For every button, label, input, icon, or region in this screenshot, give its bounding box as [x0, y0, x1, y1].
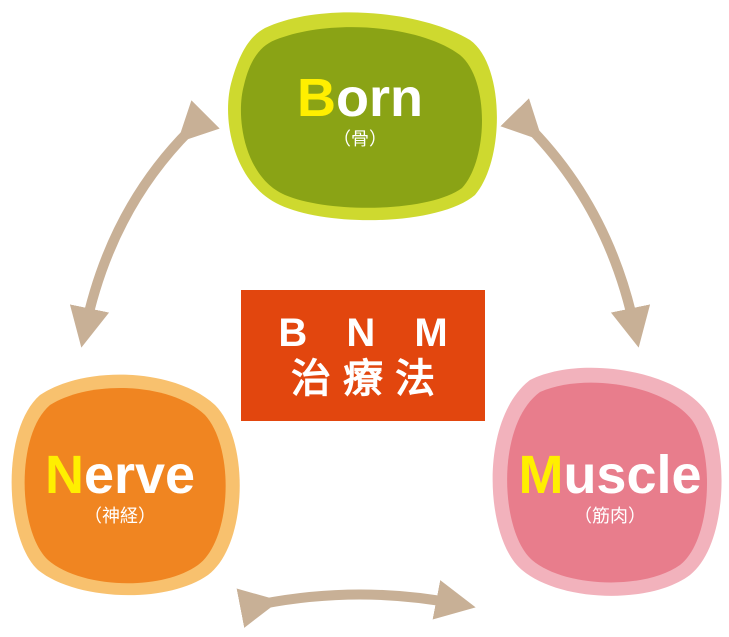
born-subtitle: （骨）	[333, 129, 387, 150]
muscle-initial: M	[518, 445, 564, 505]
arrow-born-muscle	[500, 98, 651, 348]
nerve-subtitle: （神経）	[84, 506, 156, 527]
nerve-blob-core	[24, 388, 226, 584]
born-rest: orn	[336, 68, 423, 128]
muscle-label: Muscle （筋肉）	[500, 445, 720, 529]
born-blob	[228, 12, 497, 221]
nerve-initial: N	[44, 445, 84, 505]
muscle-subtitle: （筋肉）	[574, 506, 646, 527]
muscle-title: Muscle	[500, 445, 720, 505]
born-label: Born （骨）	[255, 68, 465, 152]
center-title-line1: B N M	[278, 310, 462, 355]
muscle-blob-core	[507, 382, 708, 583]
nerve-title: Nerve	[15, 445, 225, 505]
nerve-rest: erve	[83, 445, 196, 505]
arrow-nerve-muscle	[236, 580, 476, 628]
muscle-blob	[492, 367, 722, 596]
muscle-rest: uscle	[563, 445, 702, 505]
center-title-line2: 治療法	[291, 355, 447, 402]
center-title-box: B N M 治療法	[241, 290, 485, 421]
born-title: Born	[255, 68, 465, 128]
nerve-blob	[11, 374, 240, 596]
born-blob-core	[240, 27, 482, 208]
arrow-born-nerve	[69, 100, 220, 348]
born-initial: B	[297, 68, 336, 128]
nerve-label: Nerve （神経）	[15, 445, 225, 529]
